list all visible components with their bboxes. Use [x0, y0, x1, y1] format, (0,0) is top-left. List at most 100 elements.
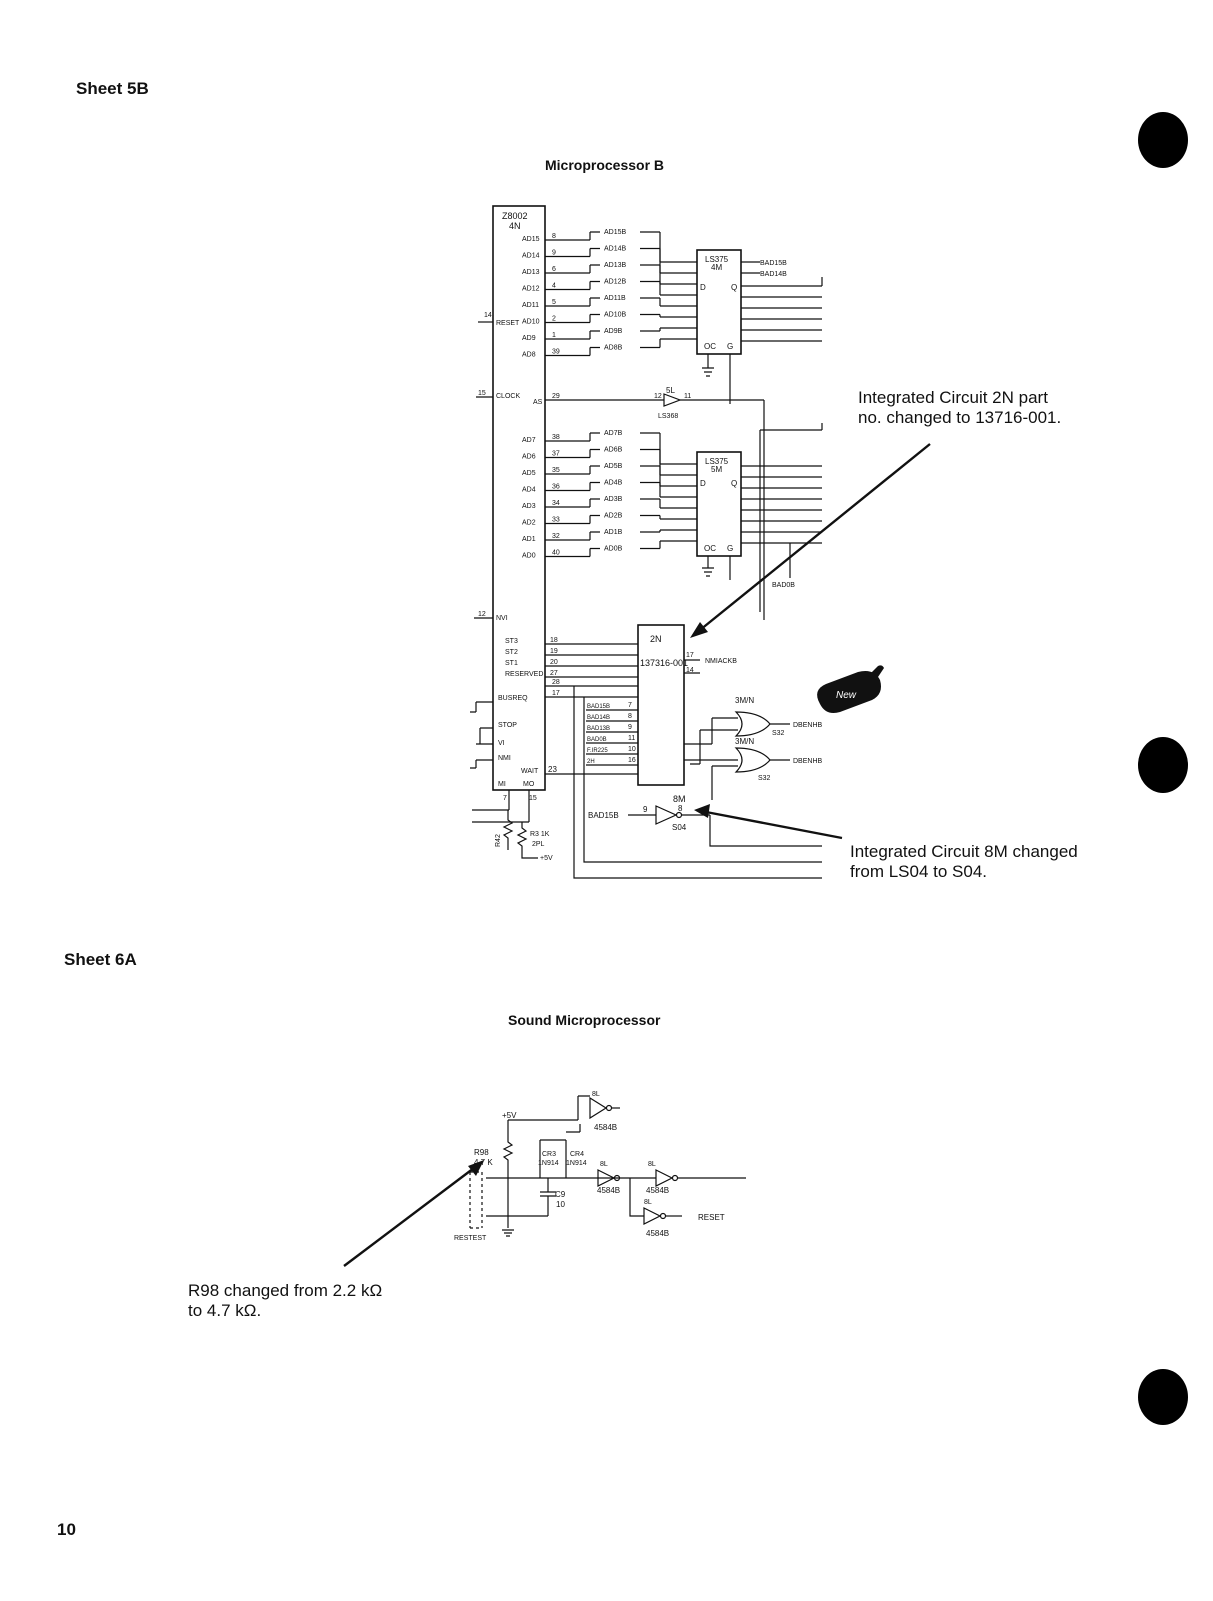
cpu-pin-wire	[545, 514, 600, 525]
pin-28: 28	[552, 679, 560, 686]
status-pin-name: ST3	[505, 638, 518, 645]
gate-a-out: DBENHB	[793, 722, 823, 729]
cpu-pin-name: AD2	[522, 520, 536, 527]
as-label: AS	[533, 399, 543, 406]
cpu-pin-name: AD1	[522, 536, 536, 543]
inv-c-part: 4584B	[646, 1186, 669, 1195]
new-badge-icon: New	[817, 665, 884, 713]
latch-input-wire	[640, 481, 697, 498]
cpu-pin-wire	[545, 280, 600, 291]
pin-net-label: AD1B	[604, 529, 623, 536]
c9-label: C9	[555, 1190, 566, 1199]
r42-label: R42	[495, 834, 502, 847]
microprocessor-b-title: Microprocessor B	[545, 157, 665, 173]
cpu-pin-name: AD12	[522, 286, 540, 293]
reset-pin: 14	[484, 312, 492, 319]
cpu-pin-number: 38	[552, 434, 560, 441]
cpu-pin-name: AD15	[522, 236, 540, 243]
pin-net-label: AD15B	[604, 229, 627, 236]
gate-b-loc: 3M/N	[735, 737, 754, 746]
inv-b-part: 4584B	[597, 1186, 620, 1195]
arrow-to-8m	[694, 804, 843, 840]
pin-net-label: AD6B	[604, 447, 623, 454]
latch-input-wire	[640, 448, 697, 476]
latch-5m	[696, 451, 742, 557]
or-gate-3mn-b	[684, 747, 790, 800]
gate-a-loc: 3M/N	[735, 696, 754, 705]
inv-a-loc: 8L	[592, 1091, 600, 1098]
latch-input-wire	[640, 338, 697, 349]
ic-2n-input-net: BAD13B	[587, 726, 610, 732]
ic-2n-loc: 2N	[650, 634, 662, 644]
inv-8m-out-pin: 8	[678, 804, 683, 813]
cpu-pin-name: AD10	[522, 319, 540, 326]
buffer-5l-part: LS368	[658, 413, 678, 420]
note-ic-8m: Integrated Circuit 8M changed from LS04 …	[850, 842, 1078, 881]
cpu-pin-number: 39	[552, 349, 560, 356]
cr3-label: CR3	[542, 1151, 556, 1158]
reset-label: RESET	[496, 320, 520, 327]
ic-2n-input-net: BAD14B	[587, 715, 610, 721]
cr4-part: 1N914	[566, 1160, 587, 1167]
mi-label: MI	[498, 781, 506, 788]
latch-input-wire	[640, 297, 697, 307]
page-number: 10	[57, 1520, 76, 1539]
sound-reset-out: RESET	[698, 1213, 725, 1222]
pin-17: 17	[552, 690, 560, 697]
cpu-pin-number: 9	[552, 250, 556, 257]
r98-value: 4.7 K	[474, 1158, 493, 1167]
pin-net-label: AD14B	[604, 246, 627, 253]
cpu-pin-name: AD8	[522, 352, 536, 359]
reset-switch-label: RESTEST	[454, 1235, 487, 1242]
cpu-pin-name: AD7	[522, 437, 536, 444]
pin-net-label: AD0B	[604, 546, 623, 553]
cpu-pin-wire	[545, 231, 600, 241]
cpu-pin-name: AD6	[522, 454, 536, 461]
latch-5m-d: D	[700, 479, 706, 488]
status-pin-number: 19	[550, 648, 558, 655]
latch-input-wire	[640, 247, 697, 274]
inv-8m-part: S04	[672, 823, 687, 832]
pin-net-label: AD3B	[604, 496, 623, 503]
ic-2n-input-pin: 16	[628, 757, 636, 764]
cpu-pin-wire	[545, 247, 600, 258]
latch-output-wires	[702, 261, 823, 612]
cr4-label: CR4	[570, 1151, 584, 1158]
pin-15: 15	[529, 795, 537, 802]
pin-net-label: AD9B	[604, 328, 623, 335]
latch-input-wire	[640, 514, 697, 520]
new-badge-text: New	[836, 690, 857, 701]
ic-2n-pin-out: 17	[686, 652, 694, 659]
latch-input-wire	[640, 498, 697, 509]
busreq-label: BUSREQ	[498, 695, 528, 702]
ic-2n	[637, 624, 685, 786]
pin-net-label: AD7B	[604, 430, 623, 437]
r98-label: R98	[474, 1148, 489, 1157]
cpu-pin-wire	[545, 346, 600, 357]
nmi-label: NMI	[498, 755, 511, 762]
ic-2n-input-pin: 7	[628, 702, 632, 709]
buffer-5l-in-pin: 12	[654, 393, 662, 400]
cpu-pin-wire	[545, 547, 600, 558]
gate-a-part: S32	[772, 730, 785, 737]
cpu-pin-number: 40	[552, 550, 560, 557]
cpu-pin-name: AD4	[522, 487, 536, 494]
cpu-pin-name: AD3	[522, 503, 536, 510]
pin-net-label: AD10B	[604, 312, 627, 319]
latch-input-wire	[640, 529, 697, 533]
sheet-5b-label: Sheet 5B	[76, 79, 149, 98]
r3-label: R3 1K	[530, 831, 550, 838]
cpu-pin-number: 35	[552, 467, 560, 474]
cpu-pin-number: 33	[552, 517, 560, 524]
clock-label: CLOCK	[496, 393, 520, 400]
status-pin-number: 18	[550, 637, 558, 644]
inv-b-loc: 8L	[600, 1161, 608, 1168]
inv-8m-in: BAD15B	[588, 811, 619, 820]
pin-net-label: AD2B	[604, 513, 623, 520]
inv-d-loc: 8L	[644, 1199, 652, 1206]
latch-4m-q: Q	[731, 283, 737, 292]
ic-2n-pin-14: 14	[686, 667, 694, 674]
stop-label: STOP	[498, 722, 517, 729]
zpl-label: 2PL	[532, 841, 545, 848]
